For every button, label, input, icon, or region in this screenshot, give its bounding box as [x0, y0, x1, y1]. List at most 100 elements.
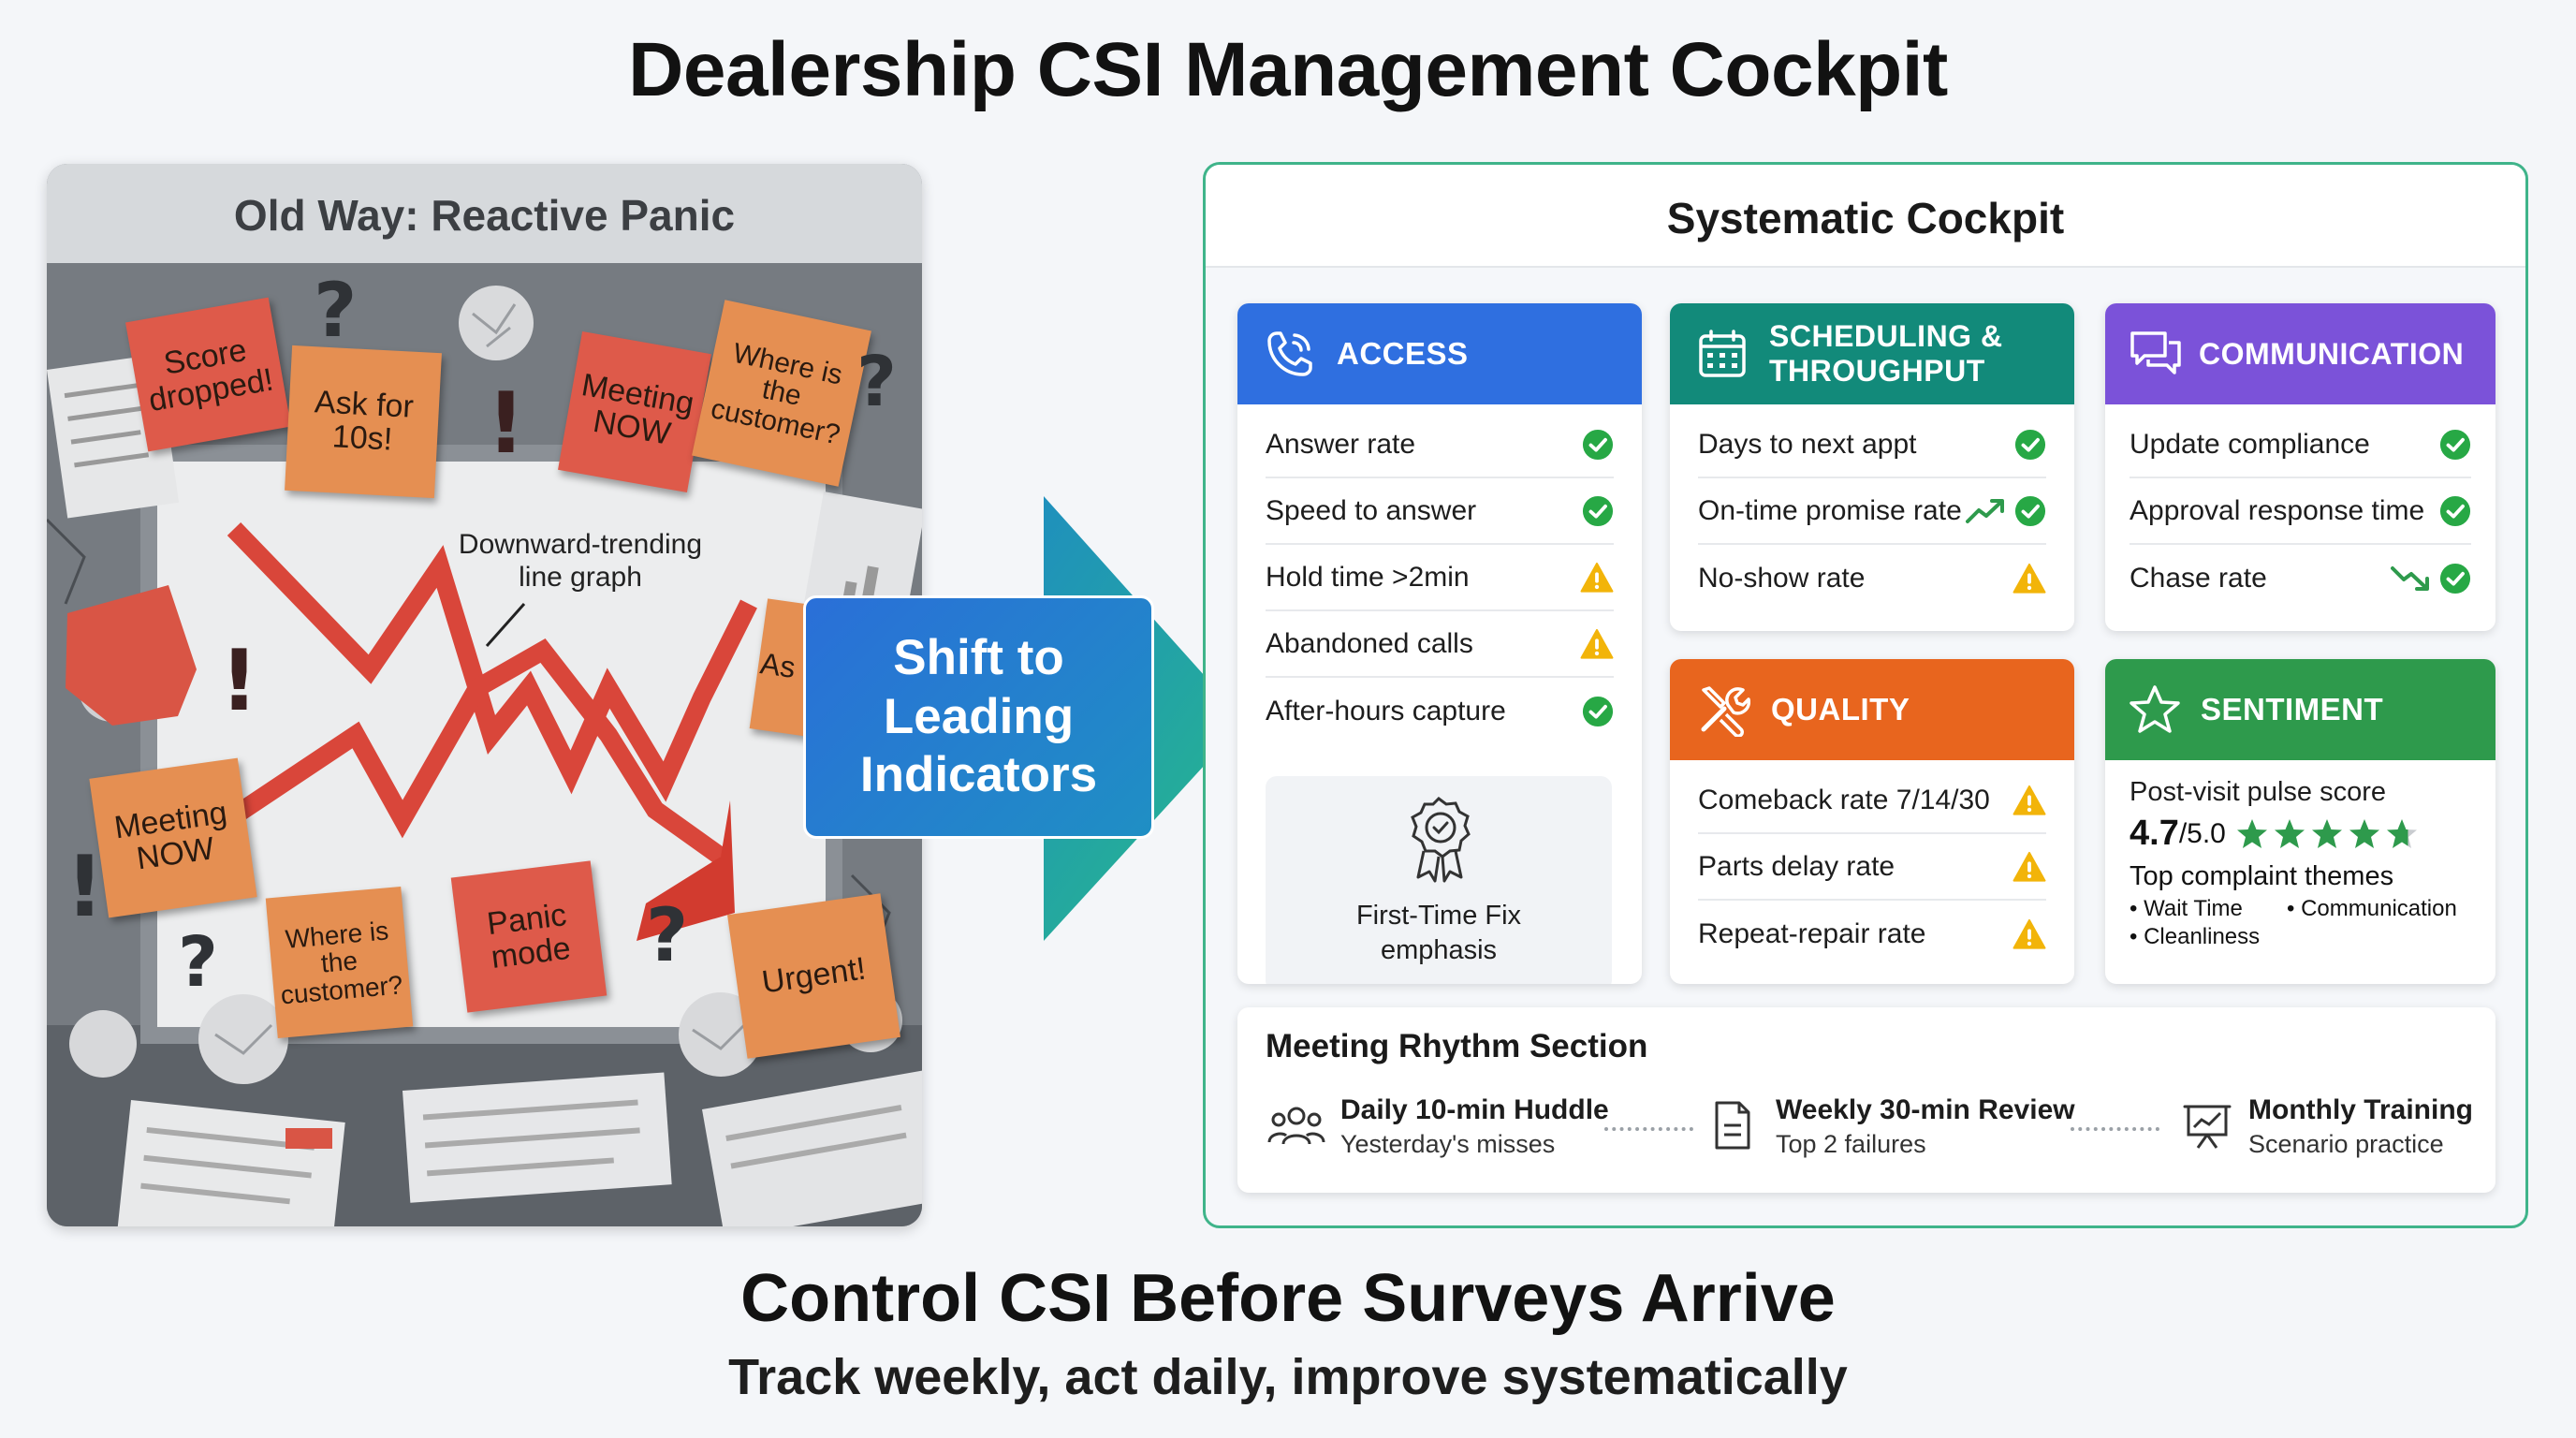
check-icon: [2439, 495, 2471, 527]
metric-row: On-time promise rate: [1698, 478, 2046, 545]
check-icon: [2439, 429, 2471, 461]
calendar-icon: [1699, 330, 1746, 377]
metric-row: Update compliance: [2130, 412, 2471, 478]
note-ask-for-10s: Ask for 10s!: [285, 345, 442, 499]
star-icon: [2274, 818, 2305, 848]
sentiment-card: SENTIMENT Post-visit pulse score 4.7 /5.…: [2105, 659, 2496, 984]
note-meeting-now-left: Meeting NOW: [89, 757, 257, 918]
meeting-item-title: Daily 10-min Huddle: [1340, 1094, 1609, 1125]
metric-label: Chase rate: [2130, 562, 2267, 594]
pulse-score: 4.7: [2130, 814, 2179, 853]
document-icon: [1715, 1101, 1750, 1150]
metric-label: Approval response time: [2130, 494, 2425, 526]
quality-header: QUALITY: [1670, 659, 2074, 760]
metric-row: Speed to answer: [1266, 478, 1614, 545]
star-icon: [2311, 818, 2342, 848]
metric-row: Parts delay rate: [1698, 834, 2046, 901]
themes-label: Top complaint themes: [2130, 861, 2394, 891]
warning-icon: [2012, 851, 2046, 883]
theme-item: • Cleanliness: [2130, 924, 2261, 949]
access-header: ACCESS: [1237, 303, 1642, 404]
check-icon: [1582, 696, 1614, 727]
footer-subline: Track weekly, act daily, improve systema…: [728, 1349, 1848, 1405]
metric-row: Days to next appt: [1698, 412, 2046, 478]
note-meeting-now-top: Meeting NOW: [558, 330, 711, 493]
check-icon: [2014, 429, 2046, 461]
meeting-item-sub: Scenario practice: [2248, 1130, 2444, 1158]
trend-up-icon: [1966, 498, 2004, 523]
meeting-item-sub: Top 2 failures: [1776, 1130, 1926, 1158]
note-where-customer-bottom: Where is the customer?: [265, 886, 414, 1039]
meeting-item-title: Monthly Training: [2248, 1094, 2473, 1125]
award-ribbon-icon: [1411, 797, 1471, 883]
metric-label: Speed to answer: [1266, 494, 1477, 526]
old-way-title: Old Way: Reactive Panic: [47, 164, 922, 263]
question-mark-icon: ?: [314, 267, 358, 354]
warning-icon: [2012, 785, 2046, 816]
phone-icon: [1267, 331, 1312, 376]
note-urgent: Urgent!: [727, 893, 900, 1059]
metric-label: After-hours capture: [1266, 695, 1506, 726]
presentation-icon: [2183, 1105, 2232, 1149]
check-icon: [1582, 495, 1614, 527]
tools-icon: [1701, 686, 1750, 737]
metric-label: On-time promise rate: [1698, 494, 1962, 526]
scheduling-title: SCHEDULING & THROUGHPUT: [1769, 319, 2003, 388]
star-outline-icon: [2130, 685, 2180, 733]
connector-dots: [1604, 1127, 1693, 1131]
meeting-item-weekly: Weekly 30-min Review Top 2 failures: [1776, 1094, 2075, 1159]
pulse-label: Post-visit pulse score: [2130, 777, 2386, 807]
metric-label: Days to next appt: [1698, 428, 1917, 460]
question-mark-icon: ?: [856, 342, 897, 422]
communication-header: COMMUNICATION: [2105, 303, 2496, 404]
cockpit-title: Systematic Cockpit: [1206, 165, 2525, 268]
access-card: ACCESS Answer rate Speed to answer Hold …: [1237, 303, 1642, 984]
old-way-panel: Old Way: Reactive Panic Downward-trendin…: [47, 164, 922, 1226]
exclamation-icon: !: [220, 632, 259, 730]
question-mark-icon: ?: [646, 894, 689, 978]
graph-callout: Downward-trending line graph: [458, 529, 703, 593]
metric-row: After-hours capture: [1266, 678, 1614, 744]
people-icon: [1267, 1107, 1325, 1145]
theme-item: • Wait Time: [2130, 896, 2243, 921]
meeting-rhythm-card: Meeting Rhythm Section Daily 10-min Hudd…: [1237, 1007, 2496, 1193]
communication-title: COMMUNICATION: [2199, 336, 2465, 371]
warning-icon: [2012, 563, 2046, 594]
check-icon: [2439, 563, 2471, 594]
metric-row: Chase rate: [2130, 545, 2471, 611]
connector-dots: [2071, 1127, 2159, 1131]
downward-line-graph: [227, 522, 757, 802]
note-score-dropped: Score dropped!: [125, 297, 291, 452]
metric-label: Answer rate: [1266, 428, 1416, 460]
shift-label: Shift to Leading Indicators: [803, 595, 1154, 839]
metric-row: Hold time >2min: [1266, 545, 1614, 611]
metric-row: Repeat-repair rate: [1698, 901, 2046, 967]
metric-label: No-show rate: [1698, 562, 1866, 594]
first-time-fix-label: First-Time Fix emphasis: [1355, 901, 1522, 965]
exclamation-icon: !: [487, 374, 526, 473]
metric-label: Comeback rate 7/14/30: [1698, 784, 1990, 815]
metric-label: Parts delay rate: [1698, 850, 1895, 882]
communication-card: COMMUNICATION Update compliance Approval…: [2105, 303, 2496, 631]
systematic-cockpit-panel: Systematic Cockpit ACCESS Answer rate Sp…: [1203, 162, 2528, 1228]
meeting-item-monthly: Monthly Training Scenario practice: [2248, 1094, 2473, 1159]
theme-item: • Communication: [2287, 896, 2457, 921]
metric-label: Hold time >2min: [1266, 561, 1470, 593]
first-time-fix-box: First-Time Fix emphasis: [1266, 776, 1612, 984]
meeting-item-sub: Yesterday's misses: [1340, 1130, 1556, 1158]
metric-row: No-show rate: [1698, 545, 2046, 611]
footer-headline: Control CSI Before Surveys Arrive: [740, 1261, 1836, 1336]
warning-icon: [1580, 628, 1614, 660]
page-title: Dealership CSI Management Cockpit: [628, 27, 1948, 112]
scheduling-header: SCHEDULING & THROUGHPUT: [1670, 303, 2074, 404]
warning-icon: [1580, 562, 1614, 594]
metric-row: Answer rate: [1266, 412, 1614, 478]
check-icon: [2014, 495, 2046, 527]
exclamation-icon: !: [66, 838, 105, 936]
metric-label: Update compliance: [2130, 428, 2370, 460]
scheduling-card: SCHEDULING & THROUGHPUT Days to next app…: [1670, 303, 2074, 631]
meeting-title: Meeting Rhythm Section: [1266, 1028, 1648, 1064]
warning-icon: [2012, 918, 2046, 950]
star-rating: [2236, 818, 2417, 848]
star-icon: [2236, 818, 2267, 848]
